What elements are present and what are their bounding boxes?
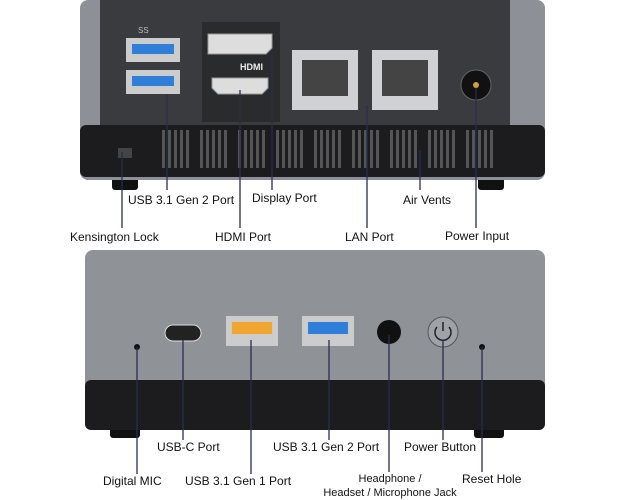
vent-slot <box>440 130 443 168</box>
headphone-jack <box>377 320 401 344</box>
label-power-button: Power Button <box>404 440 477 454</box>
rear-device: SS HDMI <box>80 0 545 190</box>
vent-slot <box>408 130 411 168</box>
vent-slot <box>212 130 215 168</box>
usb-c-port <box>164 324 202 342</box>
label-headphone-line2: Headset / Microphone Jack <box>323 487 457 499</box>
label-power-input: Power Input <box>445 229 510 243</box>
label-usb-gen2-rear: USB 3.1 Gen 2 Port <box>128 193 235 207</box>
label-display-port: Display Port <box>252 191 317 205</box>
vent-slot <box>390 130 393 168</box>
vent-slot <box>472 130 475 168</box>
hdmi-connector <box>211 77 269 95</box>
vent-slot <box>294 130 297 168</box>
hdmi-logo: HDMI <box>240 62 263 72</box>
kensington-lock-slot <box>118 148 132 158</box>
label-usb-gen1: USB 3.1 Gen 1 Port <box>185 474 292 488</box>
vent-slot <box>168 130 171 168</box>
vent-slot <box>484 130 487 168</box>
vent-slot <box>262 130 265 168</box>
label-kensington-lock: Kensington Lock <box>70 230 159 244</box>
vent-slot <box>250 130 253 168</box>
vent-slot <box>186 130 189 168</box>
front-device <box>85 250 545 438</box>
vent-slot <box>490 130 493 168</box>
label-digital-mic: Digital MIC <box>103 474 162 488</box>
vent-slot <box>352 130 355 168</box>
label-headphone-line1: Headphone / <box>358 473 422 485</box>
label-air-vents: Air Vents <box>403 193 452 207</box>
displayport-connector <box>207 33 273 55</box>
vent-slot <box>300 130 303 168</box>
vent-slot <box>364 130 367 168</box>
label-headphone-jack: Headphone / Headset / Microphone Jack <box>320 472 460 500</box>
vent-slot <box>282 130 285 168</box>
ss-usb-logo: SS <box>138 26 149 35</box>
vent-slot <box>478 130 481 168</box>
rear-base <box>80 125 545 177</box>
vent-slot <box>180 130 183 168</box>
vent-slot <box>206 130 209 168</box>
vent-slot <box>414 130 417 168</box>
label-usb-c-port: USB-C Port <box>157 440 220 454</box>
vent-slot <box>320 130 323 168</box>
label-reset-hole: Reset Hole <box>462 472 522 486</box>
vent-slot <box>244 130 247 168</box>
label-hdmi-port: HDMI Port <box>215 230 272 244</box>
leader-lines <box>121 50 483 474</box>
vent-slot <box>466 130 469 168</box>
vent-slot <box>256 130 259 168</box>
vent-slot <box>338 130 341 168</box>
vent-slot <box>276 130 279 168</box>
vent-slot <box>288 130 291 168</box>
vent-slot <box>396 130 399 168</box>
vent-slot <box>370 130 373 168</box>
vent-slot <box>402 130 405 168</box>
vent-slot <box>326 130 329 168</box>
vent-slot <box>358 130 361 168</box>
vent-slot <box>162 130 165 168</box>
vent-slot <box>174 130 177 168</box>
vent-slot <box>428 130 431 168</box>
label-usb-gen2-front: USB 3.1 Gen 2 Port <box>273 440 380 454</box>
front-base <box>85 380 545 430</box>
vent-slot <box>332 130 335 168</box>
vent-slot <box>200 130 203 168</box>
vent-slot <box>446 130 449 168</box>
vent-slot <box>452 130 455 168</box>
vent-slot <box>376 130 379 168</box>
label-lan-port: LAN Port <box>345 230 394 244</box>
vent-slot <box>434 130 437 168</box>
vent-slot <box>314 130 317 168</box>
vent-slot <box>224 130 227 168</box>
vent-slot <box>218 130 221 168</box>
air-vents <box>162 130 493 168</box>
